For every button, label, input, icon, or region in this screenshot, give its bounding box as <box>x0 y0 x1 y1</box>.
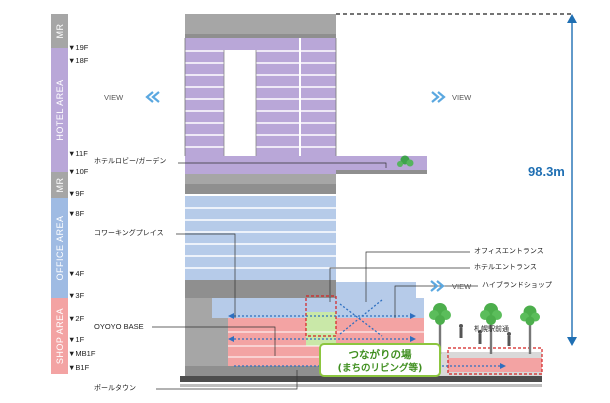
floor-2f-label: ▼2F <box>68 314 85 323</box>
street-label: 札幌駅前通 <box>474 325 509 333</box>
hotel-lobby-floor <box>185 156 427 174</box>
leader-hotel-entrance <box>329 267 470 302</box>
leader-hotel-lobby <box>178 162 387 168</box>
view-lower-label: VIEW <box>452 282 472 291</box>
callout-highland-shop: ハイブランドショップ <box>482 281 552 289</box>
floor-3f-label: ▼3F <box>68 291 85 300</box>
leader-coworking <box>176 233 236 318</box>
leader-highland-shop <box>394 285 478 318</box>
view-lower-chevron-icon <box>430 280 445 292</box>
pedestrians-icon <box>459 324 511 346</box>
view-right-label: VIEW <box>452 93 472 102</box>
tsunagari-callout-box: つながりの場 (まちのリビング等) <box>319 343 441 377</box>
height-arrow-bottom-icon <box>567 337 577 346</box>
mr-top-block <box>185 14 336 34</box>
floor-8f-label: ▼8F <box>68 209 85 218</box>
callout-hotel-lobby: ホテルロビー/ガーデン <box>94 157 167 165</box>
hotel-tower <box>184 38 337 156</box>
height-arrow-top-icon <box>567 14 577 23</box>
floor-mb1f-label: ▼MB1F <box>68 349 96 358</box>
view-right-chevron-icon <box>431 91 446 103</box>
zone-office: OFFICE AREA <box>51 198 68 298</box>
street-trees-icon <box>429 303 540 354</box>
callout-office-entrance: オフィスエントランス <box>474 247 544 255</box>
zone-mr-mid: MR <box>51 172 68 198</box>
building-height-label: 98.3m <box>528 164 565 179</box>
view-left-label: VIEW <box>104 93 124 102</box>
floor-1f-label: ▼1F <box>68 335 85 344</box>
callout-oyoyo: OYOYO BASE <box>94 322 144 331</box>
tsunagari-title: つながりの場 <box>348 349 412 361</box>
mr-mid-block <box>185 174 336 184</box>
floor-18f-label: ▼18F <box>68 56 89 65</box>
zone-hotel: HOTEL AREA <box>51 48 68 172</box>
leader-office-entrance <box>365 251 470 302</box>
zone-shop: SHOP AREA <box>51 298 68 374</box>
callout-ball-town: ポールタウン <box>94 384 136 392</box>
leader-oyoyo <box>152 326 276 356</box>
floor-19f-label: ▼19F <box>68 43 89 52</box>
callout-hotel-entrance: ホテルエントランス <box>474 263 537 271</box>
roof-garden-tree-icon <box>397 155 414 167</box>
floor-10f-label: ▼10F <box>68 167 89 176</box>
shop-podium <box>180 282 542 387</box>
office-block <box>185 196 336 298</box>
floor-11f-label: ▼11F <box>68 149 88 158</box>
floor-4f-label: ▼4F <box>68 269 85 278</box>
dashed-zone-street <box>447 347 543 375</box>
callout-coworking: コワーキングプレイス <box>94 229 164 237</box>
view-left-chevron-icon <box>145 91 160 103</box>
floor-b1f-label: ▼B1F <box>68 363 90 372</box>
height-dimension <box>336 13 577 346</box>
leader-ball-town <box>156 370 298 390</box>
floor-9f-label: ▼9F <box>68 189 85 198</box>
tsunagari-subtitle: (まちのリビング等) <box>337 363 423 374</box>
zone-mr-top: MR <box>51 14 68 48</box>
